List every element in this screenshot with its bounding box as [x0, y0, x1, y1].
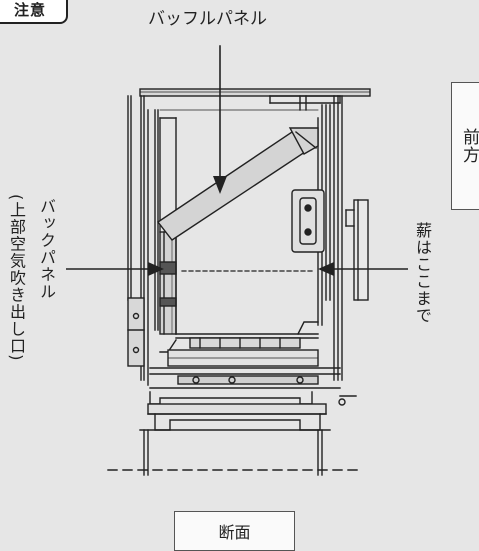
- door-latch-box: [291, 189, 325, 253]
- back-panel-sublabel: (上部空気吹き出し口): [7, 194, 26, 362]
- notice-tag: 注意: [0, 0, 68, 24]
- back-panel-label: バックパネル: [37, 198, 56, 300]
- baffle-panel-arrowhead: [213, 176, 227, 194]
- baffle-panel-label: バッフルパネル: [148, 9, 267, 29]
- firewood-limit-arrowhead: [318, 262, 334, 276]
- section-label: 断面: [218, 523, 251, 542]
- door-handle: [353, 199, 369, 301]
- back-panel-arrowhead: [148, 262, 164, 276]
- front-label-box: [451, 82, 479, 210]
- back-panel: [159, 231, 177, 335]
- rear-bracket: [127, 297, 145, 367]
- section-label-box: 断面: [174, 511, 295, 551]
- grate: [189, 337, 301, 349]
- base-pedestal: [147, 403, 327, 415]
- baffle-panel: [156, 131, 310, 241]
- top-plate: [139, 88, 371, 97]
- notice-tag-text: 注意: [13, 0, 46, 19]
- air-control-rod: [177, 375, 319, 385]
- baffle-bracket: [288, 127, 319, 155]
- firewood-limit-label: 薪はここまで: [413, 222, 432, 324]
- front-label: 前方: [459, 128, 479, 164]
